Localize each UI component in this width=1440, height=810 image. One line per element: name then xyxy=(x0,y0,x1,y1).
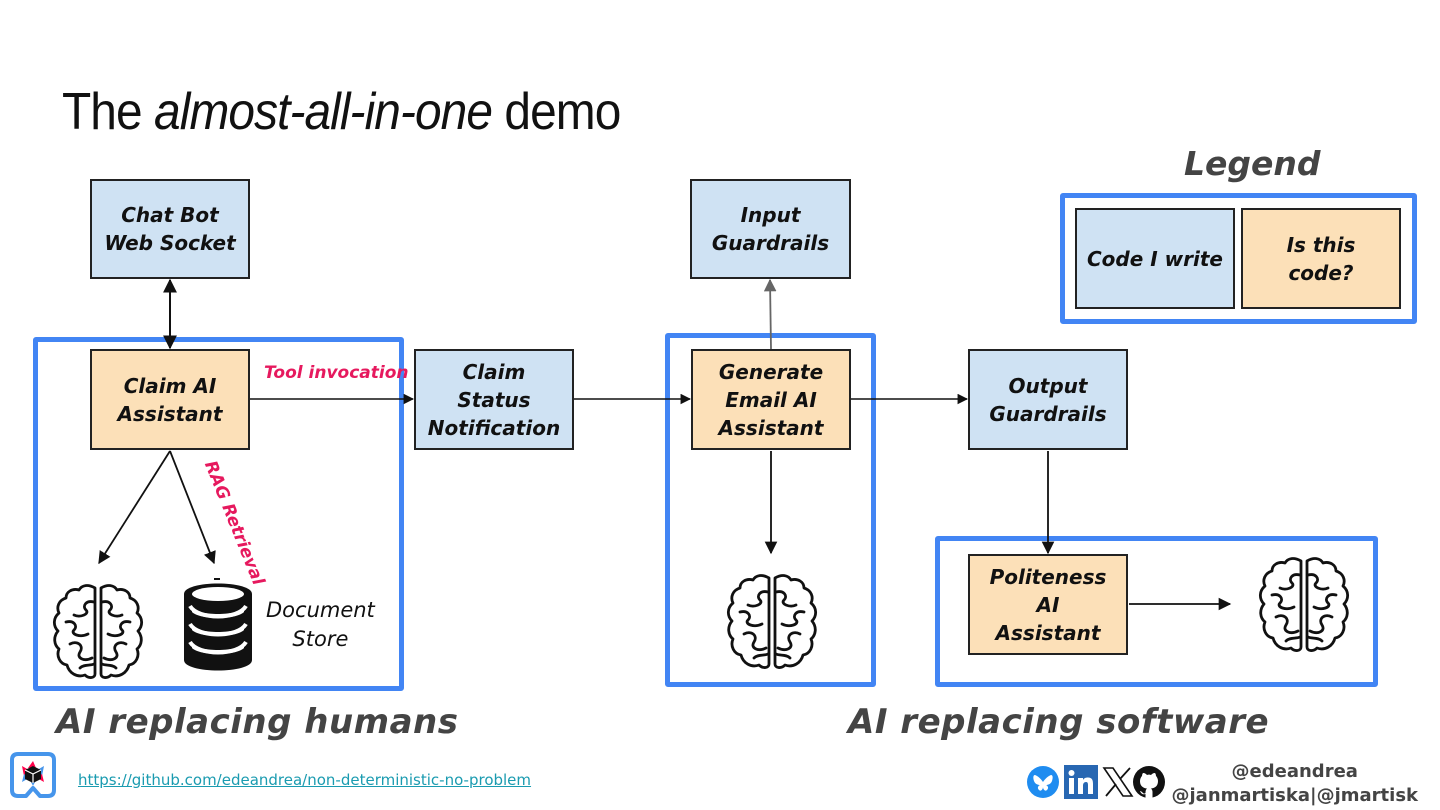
database-icon xyxy=(184,578,252,671)
legend-item-label: Is this code? xyxy=(1286,232,1356,285)
group-ai-replacing-humans xyxy=(33,337,404,691)
node-claim-status-notification: Claim Status Notification xyxy=(414,349,574,450)
edge-label-tool-invocation: Tool invocation xyxy=(264,363,409,383)
legend-box xyxy=(1060,193,1417,324)
x-icon[interactable] xyxy=(1102,765,1134,799)
node-politeness-ai-assistant: Politeness AI Assistant xyxy=(968,554,1128,655)
author-handles: @edeandrea @janmartiska|@jmartisk xyxy=(1172,760,1419,808)
brain-icon xyxy=(1258,557,1350,652)
node-label: Generate Email AI Assistant xyxy=(718,359,824,440)
title-prefix: The xyxy=(62,83,155,141)
group-politeness xyxy=(935,536,1378,687)
quarkus-logo-icon xyxy=(10,752,56,798)
node-chat-bot-web-socket: Chat Bot Web Socket xyxy=(90,179,250,279)
linkedin-icon[interactable] xyxy=(1064,765,1098,799)
legend-item-label: Code I write xyxy=(1087,246,1223,271)
bluesky-icon[interactable] xyxy=(1026,765,1060,799)
github-repo-link[interactable]: https://github.com/edeandrea/non-determi… xyxy=(78,771,532,789)
title-suffix: demo xyxy=(492,83,621,141)
slide-title: The almost-all-in-one demo xyxy=(62,82,621,142)
handle-janmartiska-jmartisk[interactable]: @janmartiska|@jmartisk xyxy=(1171,785,1419,806)
legend-item-is-this-code: Is this code? xyxy=(1241,208,1401,309)
github-icon[interactable] xyxy=(1132,765,1166,799)
edge-claim-ai-brain xyxy=(98,450,171,565)
node-generate-email-ai-assistant: Generate Email AI Assistant xyxy=(691,349,851,450)
node-label: Output Guardrails xyxy=(989,373,1107,426)
node-label: Chat Bot Web Socket xyxy=(104,203,236,255)
legend-item-code-i-write: Code I write xyxy=(1075,208,1235,309)
node-input-guardrails: Input Guardrails xyxy=(690,179,851,279)
node-output-guardrails: Output Guardrails xyxy=(968,349,1128,450)
document-store-label: Document Store xyxy=(266,598,375,651)
node-claim-ai-assistant: Claim AI Assistant xyxy=(90,349,250,450)
node-label: Claim AI Assistant xyxy=(117,373,223,426)
node-label: Politeness AI Assistant xyxy=(989,564,1107,645)
legend-title: Legend xyxy=(1184,144,1321,183)
brain-icon xyxy=(726,574,818,669)
section-label-ai-replacing-software: AI replacing software xyxy=(848,702,1270,742)
edge-claim-ai-document-store xyxy=(169,450,216,565)
section-label-ai-replacing-humans: AI replacing humans xyxy=(56,702,459,742)
title-emphasis: almost-all-in-one xyxy=(154,83,493,141)
node-label: Input Guardrails xyxy=(711,203,830,255)
brain-icon xyxy=(52,584,144,679)
handle-edeandrea[interactable]: @edeandrea xyxy=(1231,761,1358,782)
node-label: Claim Status Notification xyxy=(427,359,561,440)
edge-generate-email-input-guardrails xyxy=(763,278,777,350)
